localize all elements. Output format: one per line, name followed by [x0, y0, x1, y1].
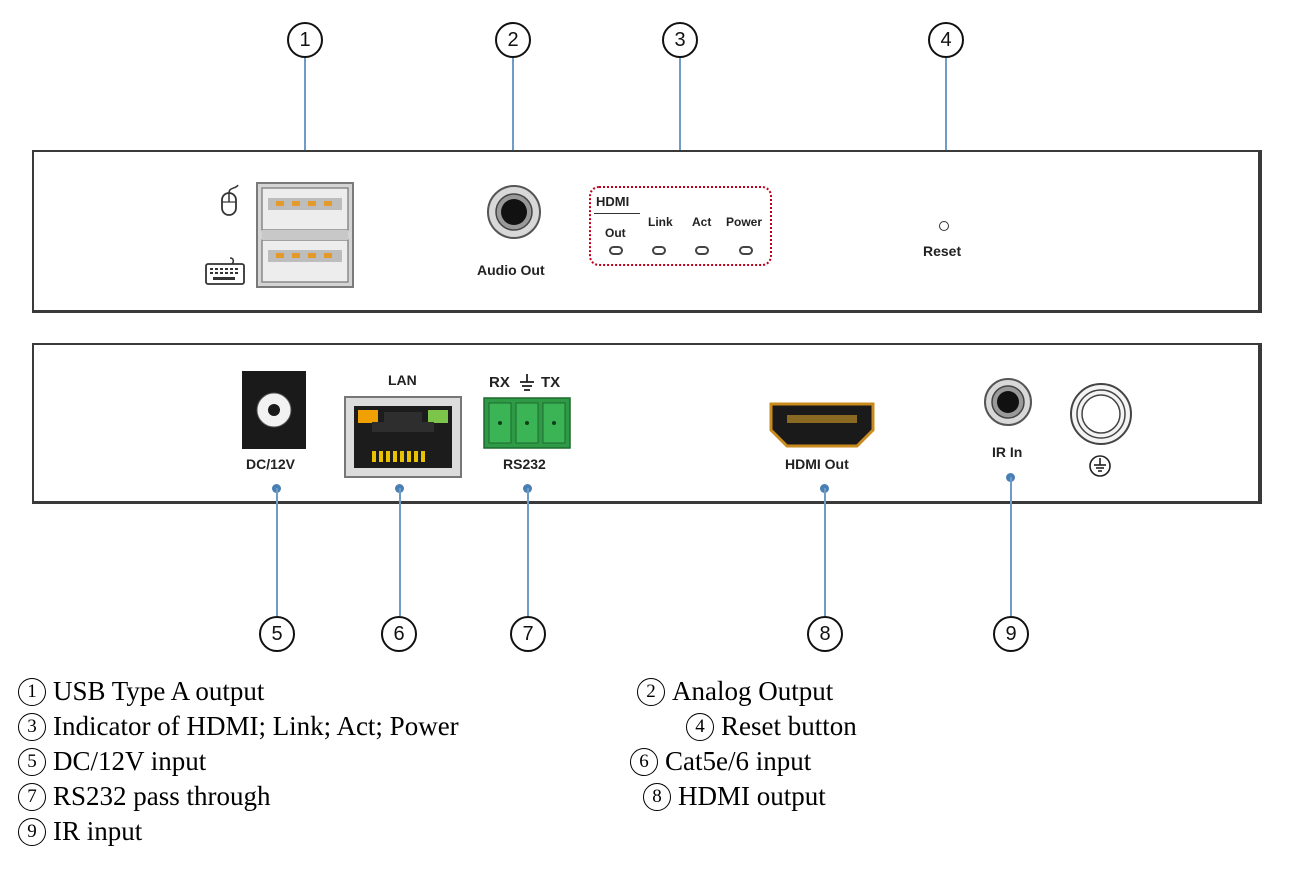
- rs232-label: RS232: [503, 456, 546, 472]
- legend-item-7: 7 RS232 pass through: [18, 781, 271, 812]
- dc-power-jack: [242, 371, 306, 449]
- front-panel: [32, 150, 1262, 313]
- reset-label: Reset: [923, 243, 962, 259]
- legend-text: Cat5e/6 input: [665, 746, 812, 776]
- leader-line-3: [679, 58, 681, 180]
- audio-out-label: Audio Out: [477, 262, 545, 278]
- ground-terminal: [1070, 383, 1132, 445]
- usb-type-a-port: [256, 182, 354, 288]
- callout-7: 7: [510, 616, 546, 652]
- out-indicator-label: Out: [605, 226, 626, 240]
- callout-3: 3: [662, 22, 698, 58]
- legend-text: Analog Output: [672, 676, 834, 706]
- rear-panel: [32, 343, 1262, 504]
- legend-number: 8: [643, 782, 671, 811]
- legend-item-4: 4 Reset button: [686, 711, 857, 742]
- dc-label: DC/12V: [246, 456, 296, 472]
- legend-number: 2: [637, 677, 665, 706]
- legend-text: Indicator of HDMI; Link; Act; Power: [53, 711, 459, 741]
- legend-item-1: 1 USB Type A output: [18, 676, 264, 707]
- leader-line-7: [527, 488, 529, 616]
- legend-item-3: 3 Indicator of HDMI; Link; Act; Power: [18, 711, 459, 742]
- callout-5: 5: [259, 616, 295, 652]
- hdmi-out-label: HDMI Out: [785, 456, 849, 472]
- earth-ground-icon: [1089, 455, 1111, 477]
- ir-in-label: IR In: [992, 444, 1023, 460]
- indicator-group: [589, 186, 772, 266]
- legend-text: USB Type A output: [53, 676, 265, 706]
- callout-9: 9: [993, 616, 1029, 652]
- power-indicator-label: Power: [726, 215, 763, 229]
- leader-line-9: [1010, 477, 1012, 616]
- rs232-terminal-block: [483, 397, 571, 449]
- callout-1: 1: [287, 22, 323, 58]
- hdmi-label-underline: [594, 213, 640, 214]
- power-led: [739, 246, 753, 255]
- audio-out-jack: [487, 185, 541, 239]
- ground-symbol-icon: [520, 374, 534, 391]
- legend-item-2: 2 Analog Output: [637, 676, 833, 707]
- leader-line-2: [512, 58, 514, 172]
- legend-text: RS232 pass through: [53, 781, 271, 811]
- callout-6: 6: [381, 616, 417, 652]
- legend-item-6: 6 Cat5e/6 input: [630, 746, 811, 777]
- act-led: [695, 246, 709, 255]
- act-indicator-label: Act: [692, 215, 712, 229]
- callout-8: 8: [807, 616, 843, 652]
- leader-line-8: [824, 488, 826, 616]
- leader-line-5: [276, 488, 278, 616]
- legend-number: 9: [18, 817, 46, 846]
- mouse-icon: [221, 184, 239, 216]
- legend-text: DC/12V input: [53, 746, 207, 776]
- legend-number: 5: [18, 747, 46, 776]
- legend-text: HDMI output: [678, 781, 826, 811]
- leader-line-1: [304, 58, 306, 162]
- leader-line-4: [945, 58, 947, 158]
- legend-number: 4: [686, 712, 714, 741]
- legend-number: 6: [630, 747, 658, 776]
- legend-item-5: 5 DC/12V input: [18, 746, 206, 777]
- callout-4: 4: [928, 22, 964, 58]
- link-indicator-label: Link: [648, 215, 673, 229]
- hdmi-out-port: [769, 402, 875, 448]
- legend-text: IR input: [53, 816, 143, 846]
- hdmi-indicator-label: HDMI: [596, 194, 630, 209]
- legend-item-8: 8 HDMI output: [643, 781, 826, 812]
- reset-button[interactable]: [939, 221, 949, 231]
- keyboard-icon: [205, 257, 245, 285]
- tx-label: TX: [541, 374, 561, 391]
- legend-text: Reset button: [721, 711, 857, 741]
- legend-item-9: 9 IR input: [18, 816, 142, 847]
- ir-in-jack: [984, 378, 1032, 426]
- rx-label: RX: [489, 374, 510, 391]
- lan-rj45-port: [344, 396, 462, 478]
- legend-number: 1: [18, 677, 46, 706]
- link-led: [652, 246, 666, 255]
- leader-line-6: [399, 488, 401, 616]
- lan-label: LAN: [388, 372, 417, 388]
- legend-number: 3: [18, 712, 46, 741]
- callout-2: 2: [495, 22, 531, 58]
- hdmi-out-led: [609, 246, 623, 255]
- legend-number: 7: [18, 782, 46, 811]
